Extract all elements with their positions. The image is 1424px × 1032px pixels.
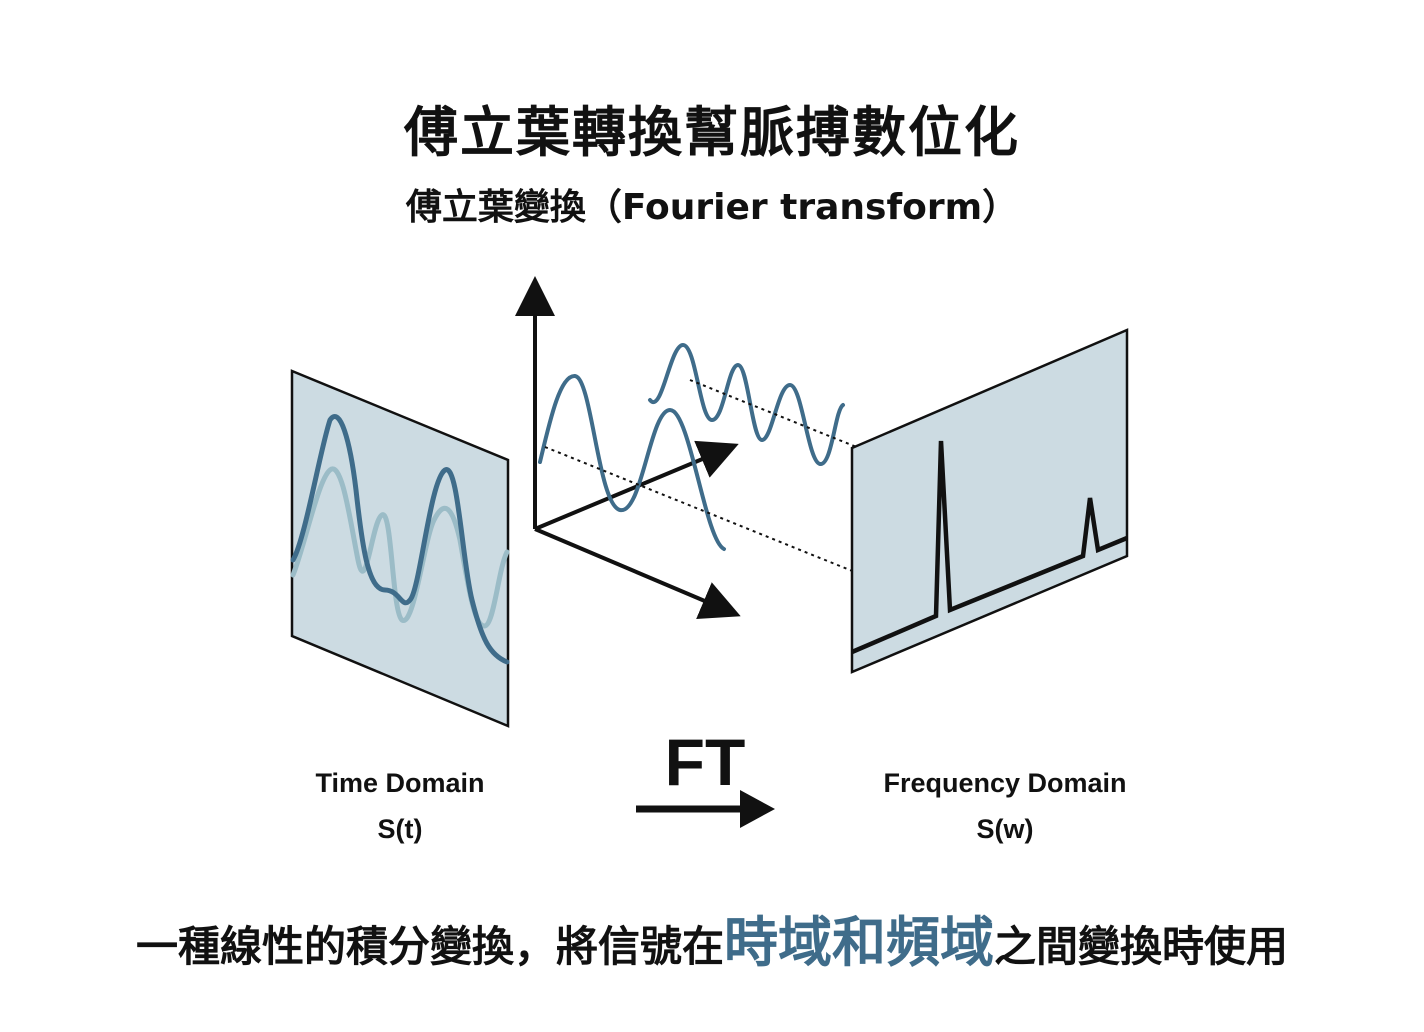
ft-arrow-head bbox=[740, 790, 775, 828]
time-domain-panel bbox=[290, 369, 510, 728]
frequency-spectrum bbox=[851, 440, 1128, 655]
high-frequency-wave bbox=[648, 342, 845, 466]
frequency-domain-panel bbox=[850, 328, 1129, 674]
ft-label: FT bbox=[664, 725, 746, 799]
frequency-domain-caption: Frequency Domain S(w) bbox=[855, 760, 1155, 852]
time-signal-composite bbox=[290, 414, 510, 665]
page-title: 傅立葉轉換幫脈搏數位化 bbox=[404, 101, 1020, 164]
time-domain-symbol: S(t) bbox=[377, 814, 423, 844]
time-domain-caption: Time Domain S(t) bbox=[250, 760, 550, 852]
frequency-domain-symbol: S(w) bbox=[976, 814, 1034, 844]
low-frequency-wave bbox=[538, 374, 726, 551]
page-subtitle: 傅立葉變換（Fourier transform） bbox=[405, 187, 1019, 228]
frequency-domain-label: Frequency Domain bbox=[883, 768, 1127, 798]
footer-text-after: 之間變換時使用 bbox=[994, 922, 1289, 971]
footer-text-before: 一種線性的積分變換，將信號在 bbox=[135, 922, 724, 971]
horizontal-axis-arrow bbox=[534, 527, 741, 620]
footer-caption: 一種線性的積分變換，將信號在時域和頻域之間變換時使用 bbox=[0, 898, 1424, 977]
footer-highlight: 時域和頻域 bbox=[724, 911, 994, 974]
time-domain-label: Time Domain bbox=[315, 768, 485, 798]
